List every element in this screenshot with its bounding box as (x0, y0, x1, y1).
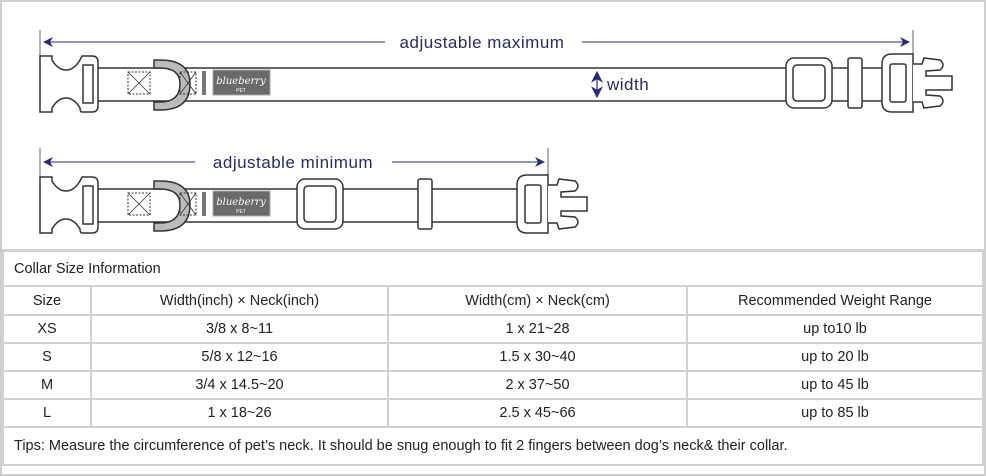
collar-minimum: adjustable minimum (39, 148, 588, 234)
cell-cm: 1 x 21~28 (387, 314, 688, 344)
cell-size: S (2, 342, 92, 372)
cell-cm: 2.5 x 45~66 (387, 398, 688, 428)
cell-cm: 1.5 x 30~40 (387, 342, 688, 372)
width-label: width (606, 75, 649, 94)
cell-size: M (2, 370, 92, 400)
cell-weight: up to 45 lb (686, 370, 984, 400)
tips-text: Tips: Measure the circumference of pet’s… (2, 426, 984, 466)
table-header-row: Size Width(inch) × Neck(inch) Width(cm) … (2, 285, 984, 316)
cell-cm: 2 x 37~50 (387, 370, 688, 400)
header-inch: Width(inch) × Neck(inch) (90, 285, 389, 316)
collar-diagram: blueberry PET adjustable maximum width (0, 30, 986, 250)
max-label: adjustable maximum (400, 33, 565, 52)
cell-weight: up to 85 lb (686, 398, 984, 428)
header-size: Size (2, 285, 92, 316)
cell-weight: up to 20 lb (686, 342, 984, 372)
cell-inch: 3/8 x 8~11 (90, 314, 389, 344)
cell-size: XS (2, 314, 92, 344)
cell-size: L (2, 398, 92, 428)
header-cm: Width(cm) × Neck(cm) (387, 285, 688, 316)
cell-inch: 5/8 x 12~16 (90, 342, 389, 372)
min-label: adjustable minimum (213, 153, 373, 172)
collar-maximum: adjustable maximum width (39, 30, 953, 113)
header-weight: Recommended Weight Range (686, 285, 984, 316)
cell-inch: 3/4 x 14.5~20 (90, 370, 389, 400)
cell-inch: 1 x 18~26 (90, 398, 389, 428)
size-table: Collar Size Information Size Width(inch)… (2, 250, 984, 466)
cell-weight: up to10 lb (686, 314, 984, 344)
table-title: Collar Size Information (2, 250, 984, 287)
